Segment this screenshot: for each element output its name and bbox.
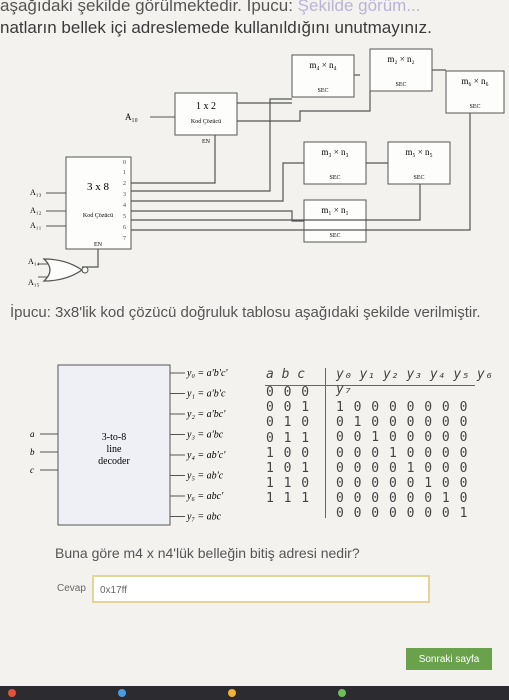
truth-table-output-row: 0 0 0 0 1 0 0 0: [336, 460, 469, 476]
decoder-3x8-size: 3 x 8: [87, 181, 110, 193]
taskbar-app-icon[interactable]: [8, 689, 16, 697]
answer-input[interactable]: [94, 577, 422, 603]
decoder-3x8-output-7: 7: [123, 236, 126, 242]
decoder-3x8-input-a12: A₁₂: [30, 206, 42, 215]
decoder-output-6: y₆ = abc': [186, 491, 224, 502]
decoder-output-2: y₂ = a'bc': [186, 409, 226, 420]
decoder-label-line-1: 3-to-8: [102, 432, 126, 443]
truth-table-output-row: 0 1 0 0 0 0 0 0: [336, 415, 469, 431]
memory-chip-m1: m₁ × n₁ SEC: [303, 199, 367, 243]
decoder-input-b: b: [30, 447, 35, 457]
decoder-1x2-size: 1 x 2: [196, 101, 216, 112]
truth-table-divider: [325, 368, 326, 518]
truth-table-output-row: 0 0 0 0 0 1 0 0: [336, 476, 469, 492]
truth-table-input-row: 1 0 0: [266, 445, 311, 461]
truth-table-input-row: 0 0 1: [266, 400, 311, 416]
decoder-input-a: a: [30, 429, 35, 439]
memory-chip-label: m₂ × n₂: [387, 54, 414, 64]
truth-table-input-row: 1 1 1: [266, 491, 311, 507]
decoder-1x2: 1 x 2 Kod Çözücü EN: [174, 92, 238, 145]
memory-chip-sec: SEC: [329, 233, 340, 239]
memory-chip-m2: m₂ × n₂ SEC: [369, 48, 433, 92]
truth-table-output-row: 0 0 0 1 0 0 0 0: [336, 445, 469, 461]
truth-table-output-row: 1 0 0 0 0 0 0 0: [336, 400, 469, 415]
decoder-3x8-input-a13: A₁₃: [30, 188, 42, 197]
header-line-2: natların bellek içi adreslemede kullanıl…: [0, 18, 432, 37]
decoder-output-3: y₃ = a'bc: [186, 430, 224, 441]
memory-chip-label: m₃ × n₃: [321, 147, 348, 157]
decoder-3x8: 3 x 8 Kod Çözücü EN: [65, 156, 132, 250]
memory-chip-m5: m₅ × n₅ SEC: [387, 141, 451, 185]
memory-chip-label: m₅ × n₅: [405, 147, 432, 157]
decoder-label-line-2: line: [107, 444, 123, 455]
header-line-1: aşağıdaki şekilde görülmektedir. İpucu: …: [0, 0, 421, 16]
decoder-output-1: y₁ = a'b'c: [186, 389, 226, 400]
taskbar-app-icon[interactable]: [338, 689, 346, 697]
hint-text: İpucu: 3x8'lik kod çözücü doğruluk tablo…: [10, 304, 481, 321]
truth-table-input-row: 0 1 0: [266, 415, 311, 431]
decoder-3x8-input-a11: A₁₁: [30, 221, 42, 230]
gate-input-a14: A₁₄: [28, 257, 40, 266]
decoder-3x8-output-1: 1: [123, 170, 126, 176]
memory-chip-m3: m₃ × n₃ SEC: [303, 141, 367, 185]
memory-chip-m6: m₆ × n₆ SEC: [445, 70, 505, 114]
decoder-label-line-3: decoder: [98, 456, 130, 467]
gate-input-a15: A₁₅: [28, 278, 40, 287]
decoder-input-c: c: [30, 465, 34, 475]
taskbar: [0, 686, 509, 700]
truth-table-input-row: 1 1 0: [266, 476, 311, 492]
decoder-3x8-output-4: 4: [123, 203, 126, 209]
memory-chip-label: m₆ × n₆: [461, 76, 488, 86]
decoder-3to8-diagram: 3-to-8 line decoder a b c y₀ = a'b'c' y₁ …: [30, 364, 228, 526]
decoder-1x2-en: EN: [202, 139, 211, 145]
memory-chip-sec: SEC: [469, 104, 480, 110]
truth-table-output-header: y₀ y₁ y₂ y₃ y₄ y₅ y₆ y₇: [336, 367, 493, 397]
decoder-3x8-label: Kod Çözücü: [83, 213, 113, 219]
decoder-3x8-output-6: 6: [123, 225, 126, 231]
truth-table-output-row: 0 0 0 0 0 0 1 0: [336, 491, 469, 507]
truth-table-input-row: 0 1 1: [266, 430, 311, 446]
truth-table-input-row: 1 0 1: [266, 461, 311, 477]
decoder-3x8-output-3: 3: [123, 192, 126, 198]
answer-field[interactable]: [92, 575, 430, 603]
next-page-button[interactable]: Sonraki sayfa: [406, 648, 492, 670]
decoder-3x8-output-5: 5: [123, 214, 126, 220]
decoder-output-0: y₀ = a'b'c': [186, 368, 228, 379]
memory-chip-m4: m₄ × n₄ SEC: [291, 54, 355, 98]
decoder-1x2-input-label: A₁₀: [125, 112, 138, 122]
memory-chip-sec: SEC: [413, 175, 424, 181]
decoder-3x8-en: EN: [94, 242, 103, 248]
header-line-1-text: aşağıdaki şekilde görülmektedir. İpucu:: [0, 0, 298, 15]
taskbar-app-icon[interactable]: [118, 689, 126, 697]
memory-chip-sec: SEC: [329, 175, 340, 181]
memory-chip-sec: SEC: [395, 82, 406, 88]
answer-label: Cevap: [57, 583, 86, 594]
header-line-1-faded: Şekilde görüm...: [297, 0, 421, 15]
memory-chip-label: m₄ × n₄: [309, 60, 336, 70]
taskbar-app-icon[interactable]: [228, 689, 236, 697]
truth-table-output-row: 0 0 0 0 0 0 0 1: [336, 506, 469, 522]
truth-table-input-row: 0 0 0: [266, 385, 311, 400]
memory-chip-label: m₁ × n₁: [321, 205, 348, 215]
question-text: Buna göre m4 x n4'lük belleğin bitiş adr…: [55, 545, 360, 561]
or-gate: [42, 258, 89, 282]
decoder-output-4: y₄ = ab'c': [186, 450, 226, 461]
memory-chip-sec: SEC: [317, 88, 328, 94]
decoder-output-7: y₇ = abc: [186, 512, 222, 523]
memory-circuit-diagram: m₄ × n₄ SEC m₂ × n₂ SEC m₆ × n₆ SEC m₃ ×…: [28, 48, 505, 287]
decoder-3x8-output-2: 2: [123, 181, 126, 187]
decoder-output-5: y₅ = ab'c: [186, 471, 224, 482]
truth-table-header-rule: [265, 385, 475, 386]
truth-table-output-row: 0 0 1 0 0 0 0 0: [336, 430, 469, 446]
decoder-1x2-label: Kod Çözücü: [191, 119, 221, 125]
decoder-3x8-output-0: 0: [123, 160, 126, 166]
truth-table-input-header: a b c: [266, 367, 306, 382]
